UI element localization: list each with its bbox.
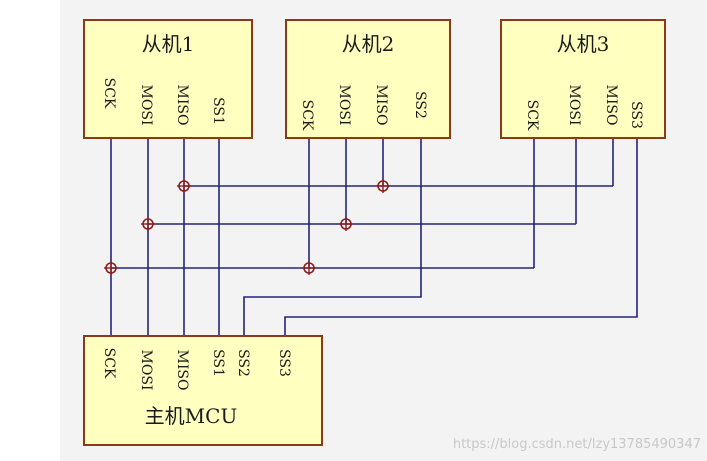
junction-miso-slave1 <box>177 179 191 193</box>
master-mcu-box: SCK MOSI MISO SS1 SS2 SS3 主机MCU <box>83 335 323 446</box>
slave-3-pin-miso: MISO <box>603 85 619 126</box>
slave-3-box: 从机3 SCK MOSI MISO SS3 <box>500 19 666 139</box>
master-pin-mosi: MOSI <box>138 350 154 391</box>
slave-1-pin-mosi: MOSI <box>138 85 154 126</box>
junction-miso-slave2 <box>376 179 390 193</box>
master-pin-ss2: SS2 <box>235 349 251 377</box>
slave-1-pin-sck: SCK <box>101 78 117 109</box>
slave-3-pin-ss: SS3 <box>628 101 644 129</box>
slave-2-box: 从机2 SCK MOSI MISO SS2 <box>285 19 451 139</box>
wire-ss3 <box>284 138 638 336</box>
slave-2-pin-sck: SCK <box>299 100 315 131</box>
master-title: 主机MCU <box>145 404 238 428</box>
watermark-text: https://blog.csdn.net/lzy13785490347 <box>453 437 701 452</box>
slave-1-pin-ss: SS1 <box>210 97 226 125</box>
master-pin-sck: SCK <box>101 348 117 379</box>
slave-2-pin-ss: SS2 <box>412 91 428 119</box>
junction-sck-slave1 <box>104 261 118 275</box>
junction-mosi-slave2 <box>339 217 353 231</box>
slave-2-pin-miso: MISO <box>373 85 389 126</box>
slave-3-title: 从机3 <box>557 32 610 56</box>
slave-3-pin-mosi: MOSI <box>566 85 582 126</box>
wires <box>110 138 638 336</box>
master-pin-ss1: SS1 <box>210 349 226 377</box>
junctions <box>104 179 390 275</box>
master-pin-ss3: SS3 <box>276 349 292 377</box>
junction-sck-slave2 <box>302 261 316 275</box>
slave-3-pin-sck: SCK <box>524 100 540 131</box>
junction-mosi-slave1 <box>141 217 155 231</box>
slave-2-pin-mosi: MOSI <box>336 85 352 126</box>
master-pin-miso: MISO <box>174 350 190 391</box>
slave-1-box: 从机1 SCK MOSI MISO SS1 <box>83 19 253 139</box>
slave-2-title: 从机2 <box>342 32 395 56</box>
wire-ss2 <box>243 138 422 336</box>
slave-1-pin-miso: MISO <box>174 85 190 126</box>
slave-1-title: 从机1 <box>142 32 195 56</box>
